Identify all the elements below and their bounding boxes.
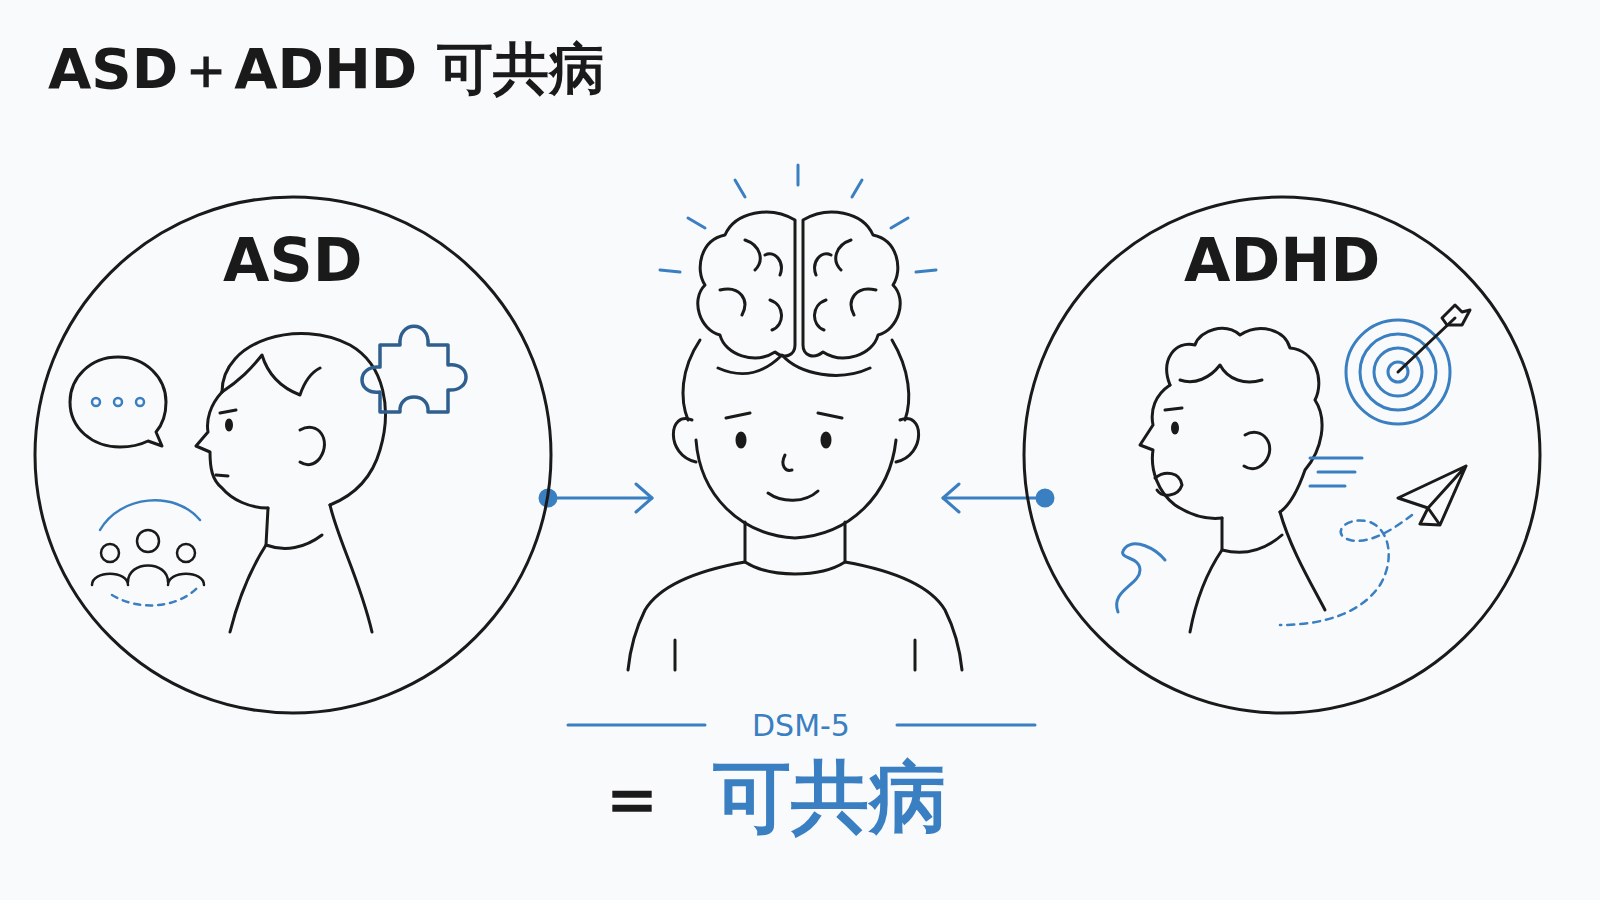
- adhd-boy: [1140, 328, 1325, 632]
- dsm-label: DSM-5: [752, 708, 850, 743]
- category-circle: ASD: [33, 195, 553, 715]
- brain: [698, 212, 900, 358]
- circle-heading: ASD: [223, 225, 362, 295]
- puzzle-piece: [362, 326, 466, 412]
- comorbid-label: 可共病: [713, 746, 947, 851]
- speech-bubble: [70, 357, 166, 447]
- people-group: [92, 500, 204, 605]
- asd-boy: [196, 333, 385, 632]
- category-circle: ADHD: [1022, 195, 1542, 715]
- equals-sign: ＝: [596, 750, 668, 846]
- center-boy: [628, 340, 962, 670]
- arrow-right: [943, 484, 1053, 512]
- squiggle: [1117, 544, 1165, 612]
- target: [1346, 305, 1470, 424]
- title: ASD＋ADHD 可共病: [48, 32, 605, 108]
- arrow-left: [540, 484, 652, 512]
- speed-lines: [1310, 458, 1362, 486]
- paper-plane: [1280, 466, 1466, 625]
- circle-heading: ADHD: [1184, 225, 1380, 295]
